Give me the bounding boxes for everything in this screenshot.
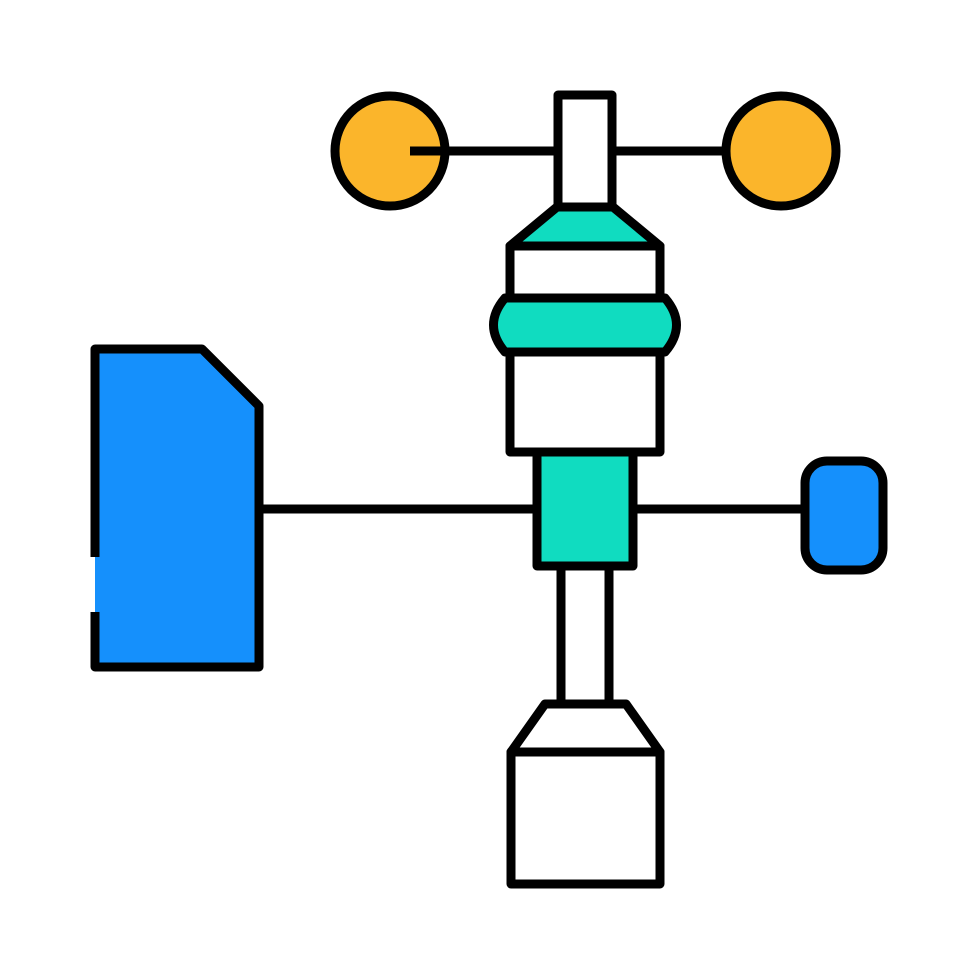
right-cup-icon [721,91,841,211]
lower-housing [505,347,665,457]
wind-vane-tail-icon [90,344,264,672]
mast [556,561,614,709]
central-hub [532,447,638,571]
upper-housing [505,241,665,303]
anemometer [330,91,841,211]
counterweight-icon [800,456,888,575]
sensor-ring [489,293,681,357]
base-box [506,747,665,889]
top-spindle [553,90,617,212]
